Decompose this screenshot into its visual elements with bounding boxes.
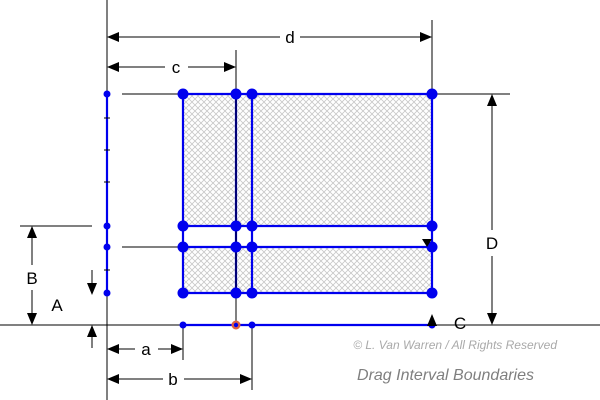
- label-D: D: [486, 234, 498, 253]
- label-B: B: [26, 269, 37, 288]
- label-A: A: [51, 296, 63, 315]
- grid-handle[interactable]: [230, 88, 242, 100]
- label-c: c: [172, 58, 181, 77]
- grid-handle[interactable]: [246, 88, 258, 100]
- grid-handle[interactable]: [230, 220, 242, 232]
- y-interval-A-handle[interactable]: [103, 243, 111, 251]
- x-interval-b-handle[interactable]: [248, 321, 256, 329]
- grid-handles: [177, 88, 438, 299]
- dimension-A: A: [51, 270, 97, 348]
- x-interval: [179, 320, 436, 330]
- x-interval-a-handle[interactable]: [179, 321, 187, 329]
- grid-handle[interactable]: [426, 287, 438, 299]
- dimension-a: a: [107, 340, 183, 359]
- y-interval-bottom-handle[interactable]: [103, 289, 111, 297]
- grid-handle[interactable]: [246, 220, 258, 232]
- hatched-regions: [183, 94, 432, 293]
- grid-handle[interactable]: [230, 241, 242, 253]
- instruction-text: Drag Interval Boundaries: [357, 367, 534, 384]
- label-C: C: [454, 314, 466, 333]
- y-interval-B-handle[interactable]: [103, 222, 111, 230]
- y-interval-top-handle[interactable]: [103, 90, 111, 98]
- dimension-c: c: [107, 58, 236, 77]
- copyright-text: © L. Van Warren / All Rights Reserved: [353, 338, 557, 352]
- grid-handle[interactable]: [177, 88, 189, 100]
- grid-handle[interactable]: [177, 241, 189, 253]
- grid-handle[interactable]: [426, 241, 438, 253]
- grid-handle[interactable]: [246, 241, 258, 253]
- marker-C: C: [427, 314, 466, 333]
- interval-rectangles: [181, 92, 434, 295]
- hatch-region-top: [183, 94, 432, 226]
- dimension-d: d: [107, 28, 432, 47]
- label-a: a: [141, 340, 151, 359]
- label-d: d: [285, 28, 294, 47]
- x-interval-c-handle-core: [233, 322, 239, 328]
- label-b: b: [168, 370, 177, 389]
- grid-handle[interactable]: [426, 88, 438, 100]
- grid-handle[interactable]: [177, 287, 189, 299]
- arrow-A-guide: [422, 239, 432, 247]
- hatch-region-bottom: [183, 247, 432, 293]
- dimension-B: B: [26, 226, 38, 325]
- grid-handle[interactable]: [230, 287, 242, 299]
- grid-handle[interactable]: [426, 220, 438, 232]
- dimension-b: b: [107, 370, 252, 389]
- y-interval: [103, 90, 111, 297]
- grid-handle[interactable]: [246, 287, 258, 299]
- grid-handle[interactable]: [177, 220, 189, 232]
- dimension-D: D: [486, 94, 498, 325]
